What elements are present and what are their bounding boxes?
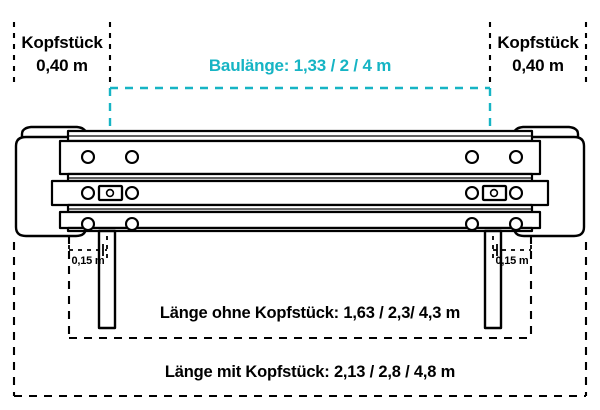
kopfstueck-right-title: Kopfstück bbox=[497, 33, 579, 52]
length-without-head-label: Länge ohne Kopfstück: 1,63 / 2,3/ 4,3 m bbox=[159, 304, 461, 322]
length-with-head-label: Länge mit Kopfstück: 2,13 / 2,8 / 4,8 m bbox=[164, 363, 456, 381]
slotted-connector-left bbox=[97, 184, 124, 202]
length-without-head-bracket bbox=[67, 236, 533, 340]
offset-right-label: 0,15 m bbox=[495, 255, 529, 267]
kopfstueck-left-value: 0,40 m bbox=[36, 56, 88, 75]
slotted-connector-right bbox=[481, 184, 508, 202]
bolt-holes bbox=[80, 149, 524, 232]
kopfstueck-right-value: 0,40 m bbox=[512, 56, 564, 75]
baulaenge-label: Baulänge: 1,33 / 2 / 4 m bbox=[208, 56, 392, 75]
beam-fold-lines bbox=[68, 135, 532, 210]
length-with-head-bracket bbox=[12, 242, 588, 398]
kopfstueck-guide-lines bbox=[12, 22, 588, 86]
offset-left-label: 0,15 m bbox=[71, 255, 105, 267]
kopfstueck-left-title: Kopfstück bbox=[21, 33, 103, 52]
guardrail-beam-icon bbox=[50, 129, 550, 233]
